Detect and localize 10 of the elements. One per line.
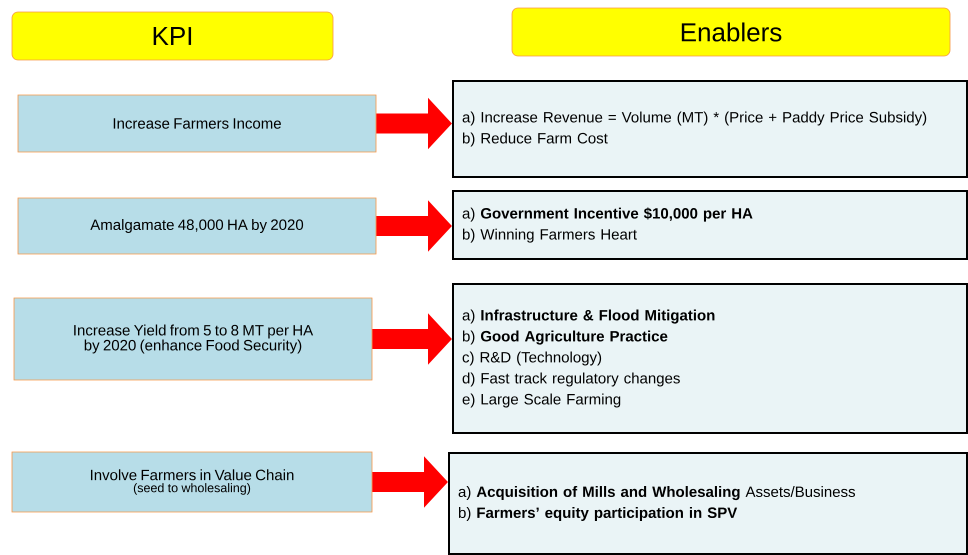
header-banner: Enablers (512, 8, 950, 56)
enabler-box: a) Government Incentive $10,000 per HA b) Winning Farmers Heart (452, 190, 968, 260)
header-banner: KPI (12, 12, 334, 60)
enabler-box: a) Infrastructure & Flood Mitigation b) Good Agriculture Practice c) R&D (Technology) d) Fast track regulatory changes e) Large Scale Farming (452, 283, 968, 434)
enabler-box: a) Increase Revenue = Volume (MT) * (Price + Paddy Price Subsidy) b) Reduce Farm Cost (452, 80, 968, 178)
kpi-box: Involve Farmers in Value Chain (seed to wholesaling) (12, 452, 372, 512)
enabler-box: a) Acquisition of Mills and Wholesaling Assets/Business b) Farmers’ equity participation in SPV (448, 452, 968, 555)
kpi-box: Amalgamate 48,000 HA by 2020 (18, 198, 376, 254)
kpi-box: Increase Yield from 5 to 8 MT per HA by 2020 (enhance Food Security) (14, 298, 372, 380)
kpi-box: Increase Farmers Income (18, 94, 376, 152)
